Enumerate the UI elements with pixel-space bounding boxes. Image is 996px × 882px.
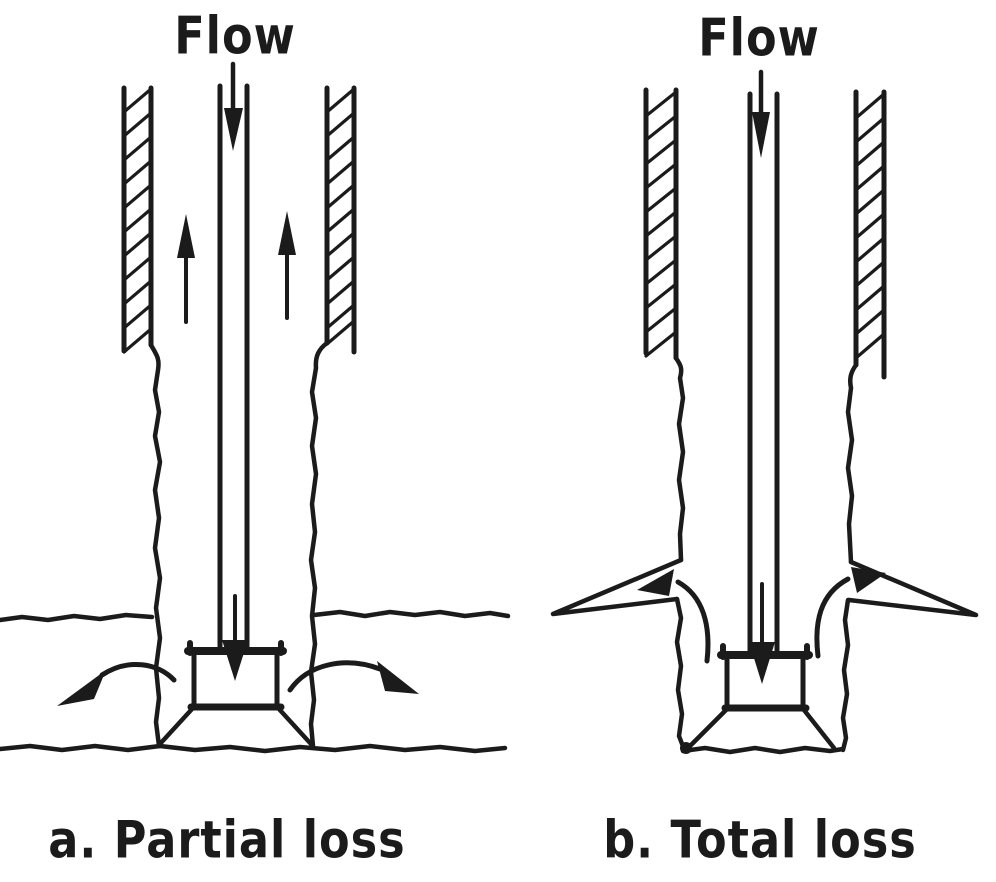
fracture-wedge-left-b	[550, 557, 684, 617]
caption-partial-loss: a. Partial loss	[48, 809, 406, 870]
fracture-loss-arrow-left-b	[637, 569, 711, 664]
casing-hatch-icon	[644, 90, 678, 358]
casing-left-b	[643, 87, 679, 361]
loss-arrow-left-a	[57, 662, 177, 706]
casing-hatch-icon	[854, 92, 886, 360]
borehole-wall-lower-right-b	[840, 597, 851, 753]
casing-right-a	[324, 85, 357, 355]
loss-arrow-right-a	[287, 660, 419, 694]
flow-down-arrow-a	[224, 61, 243, 151]
casing-hatch-icon	[122, 87, 153, 354]
casing-hatch-icon	[325, 87, 356, 346]
borehole-wall-right-a	[308, 340, 330, 749]
flow-down-arrow-b	[752, 69, 770, 158]
borehole-wall-left-b	[673, 355, 686, 563]
formation-line-upper-a	[0, 609, 511, 623]
formation-line-lower-a	[0, 743, 508, 754]
bit-jet-arrow-a	[222, 594, 248, 681]
annulus-up-arrow-left-a	[177, 214, 195, 324]
borehole-wall-left-a	[148, 342, 163, 749]
fracture-wedge-right-b	[846, 559, 979, 618]
flow-label-b: Flow	[698, 7, 820, 68]
panel-b	[550, 69, 979, 755]
drill-pipe-b	[747, 91, 780, 655]
annulus-up-arrow-right-a	[278, 211, 296, 320]
casing-left-a	[121, 85, 154, 354]
caption-total-loss: b. Total loss	[603, 809, 917, 870]
bit-jet-arrow-b	[749, 582, 775, 684]
borehole-wall-right-b	[845, 362, 859, 565]
borehole-bottom-b	[680, 742, 846, 755]
drill-pipe-a	[217, 83, 250, 653]
panel-a	[0, 61, 511, 754]
fracture-loss-arrow-right-b	[814, 567, 886, 659]
borehole-wall-lower-left-b	[674, 596, 687, 752]
casing-right-b	[853, 89, 887, 380]
flow-label-a: Flow	[174, 5, 296, 66]
drill-bit-b	[685, 643, 837, 751]
